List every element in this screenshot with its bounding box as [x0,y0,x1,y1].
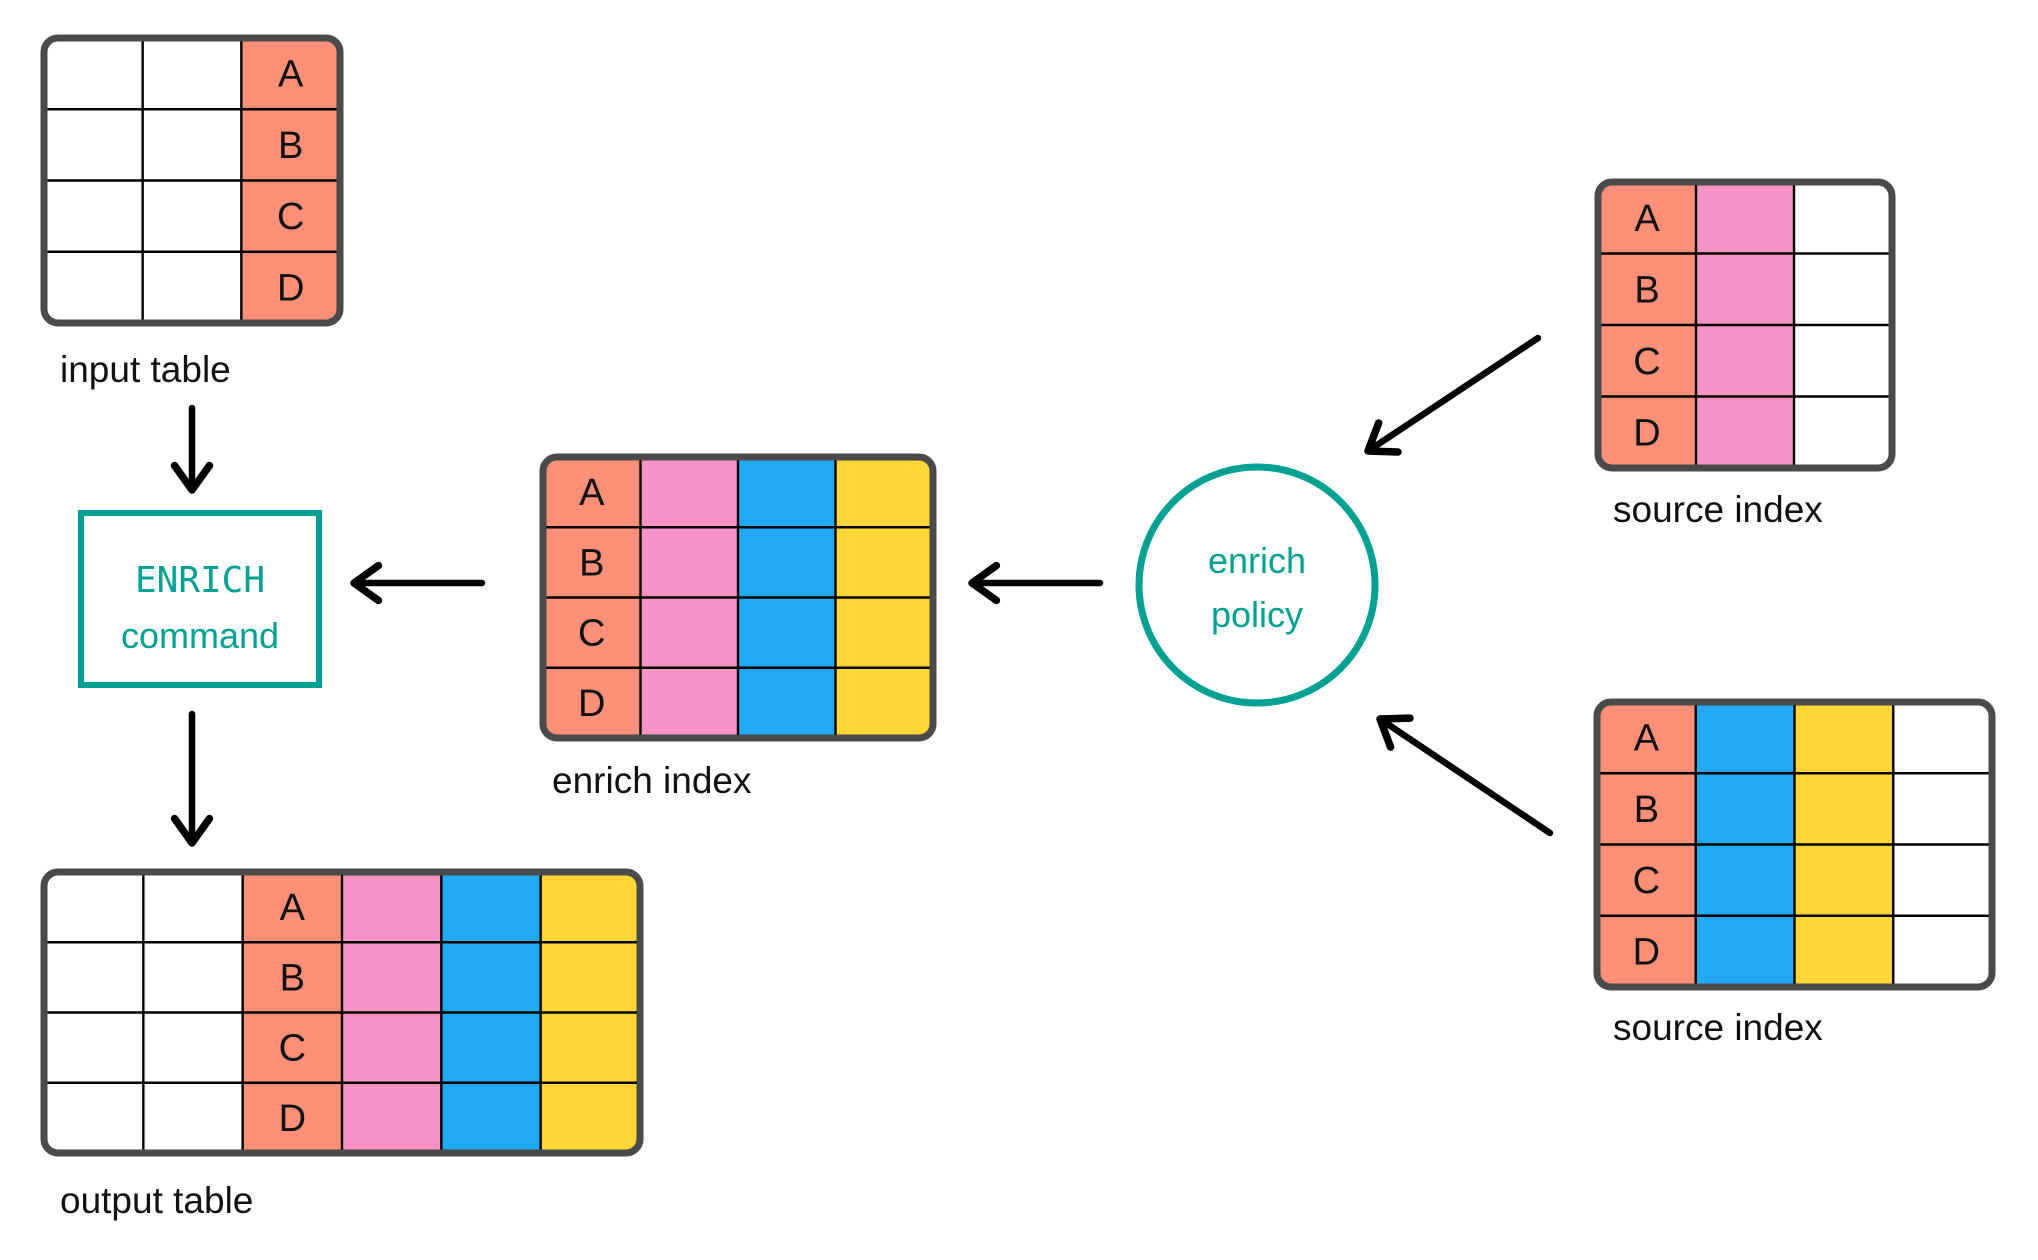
cell-letter: A [280,887,306,929]
output-table-label: output table [60,1180,253,1221]
enrich-command-label-line1: ENRICH [135,560,265,601]
enrich-command-border [78,510,322,688]
arrowhead-icon [170,814,214,847]
cell-letter: B [579,542,604,584]
table-border [40,868,644,1157]
table-border [1594,178,1896,472]
enrich-index-label: enrich index [552,760,752,801]
enrich-policy-label-line1: enrich [1208,540,1306,581]
arrow-command-to-output [170,710,214,847]
source-index-bottom-label: source index [1613,1007,1823,1048]
arrow-shaft [1364,334,1542,455]
cell-letter: D [578,683,605,725]
enrich-command-box: ENRICH command [78,510,322,688]
cell-letter: C [1633,860,1660,902]
arrowhead-icon [170,461,214,494]
enrich-policy-node: enrich policy [1135,463,1379,707]
table-border [539,453,937,742]
cell-letter: C [279,1028,306,1070]
enrich-command-label-line2: command [121,615,279,656]
arrow-policy-to-index [968,561,1104,605]
arrow-source-bottom-to-policy [1376,714,1554,837]
cell-letter: D [1633,412,1660,454]
cell-letter: C [1633,341,1660,383]
cell-letter: B [280,957,305,999]
input-table-label: input table [60,349,231,390]
cell-letter: D [277,267,304,309]
arrowhead-icon [1364,419,1402,456]
cell-letter: B [1634,269,1659,311]
cell-letter: C [578,613,605,655]
arrow-input-to-command [170,404,214,494]
arrowhead-icon [350,561,383,605]
source-index-top-label: source index [1613,489,1823,530]
cell-letter: A [1634,198,1660,240]
table-border [40,34,344,327]
enrich-policy-label-line2: policy [1211,594,1303,635]
arrowhead-icon [968,561,1001,605]
cell-letter: B [278,125,303,167]
cell-letter: B [1634,789,1659,831]
cell-letter: A [1634,718,1660,760]
arrowhead-icon [1376,714,1414,751]
cell-letter: A [278,54,304,96]
table-border [1593,698,1996,991]
cell-letter: C [277,196,304,238]
arrow-source-top-to-policy [1364,334,1542,456]
arrow-shaft [1376,715,1554,837]
cell-letter: A [579,472,605,514]
enrich-policy-circle [1135,463,1379,707]
arrow-index-to-command [350,561,486,605]
cell-letter: D [279,1098,306,1140]
cell-letter: D [1633,931,1660,973]
